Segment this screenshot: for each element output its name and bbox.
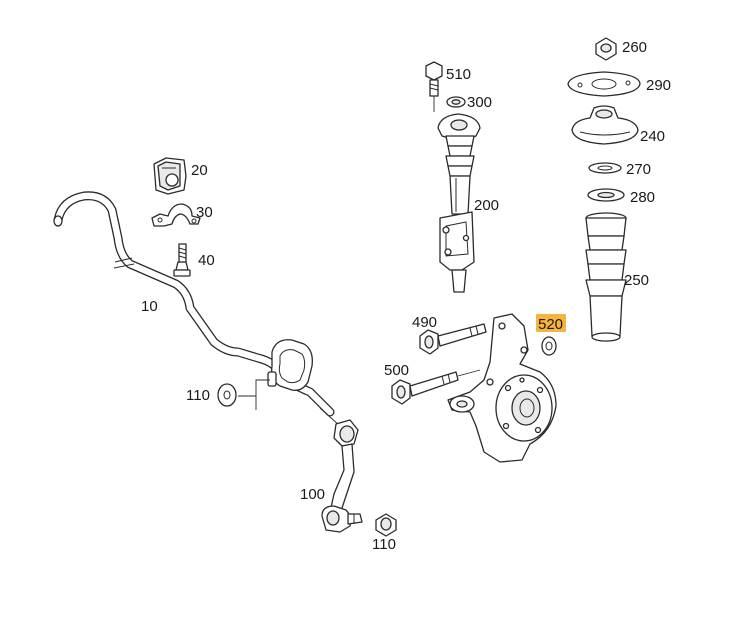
label-250[interactable]: 250 [624, 272, 649, 289]
leader-110a [238, 379, 270, 410]
part-300-washer[interactable] [446, 96, 466, 108]
part-520-washer[interactable] [541, 336, 557, 356]
part-250-dust-boot[interactable] [585, 212, 627, 342]
part-290-plate[interactable] [567, 71, 641, 97]
label-270[interactable]: 270 [626, 161, 651, 178]
label-100[interactable]: 100 [300, 486, 325, 503]
label-520[interactable]: 520 [538, 316, 563, 333]
part-500-bolt[interactable] [391, 369, 481, 405]
label-510[interactable]: 510 [446, 66, 471, 83]
part-110-washer-left[interactable] [217, 383, 237, 407]
label-30[interactable]: 30 [196, 204, 213, 221]
label-260[interactable]: 260 [622, 39, 647, 56]
label-500[interactable]: 500 [384, 362, 409, 379]
part-20-bushing[interactable] [153, 157, 187, 195]
part-110-nut-bottom[interactable] [375, 513, 397, 537]
stabilizer-mount-bracket[interactable] [267, 339, 313, 391]
part-240-top-mount[interactable] [571, 105, 639, 145]
part-30-clamp[interactable] [151, 203, 201, 227]
steering-knuckle[interactable] [447, 313, 557, 463]
part-280-washer[interactable] [587, 188, 625, 202]
label-280[interactable]: 280 [630, 189, 655, 206]
label-10[interactable]: 10 [141, 298, 158, 315]
part-510-bolt[interactable] [425, 61, 443, 112]
label-520-highlight [536, 314, 566, 332]
label-40[interactable]: 40 [198, 252, 215, 269]
part-270-bearing[interactable] [588, 162, 622, 174]
part-490-bolt[interactable] [419, 323, 487, 355]
label-110-bottom[interactable]: 110 [372, 536, 396, 553]
part-labels: 510 300 200 260 290 240 270 280 250 20 3… [141, 39, 671, 553]
part-200-strut[interactable] [437, 113, 481, 293]
label-290[interactable]: 290 [646, 77, 671, 94]
label-20[interactable]: 20 [191, 162, 208, 179]
label-490[interactable]: 490 [412, 314, 437, 331]
part-40-bolt[interactable] [173, 243, 191, 277]
part-260-nut[interactable] [595, 37, 617, 61]
label-300[interactable]: 300 [467, 94, 492, 111]
label-110-left[interactable]: 110 [186, 387, 210, 404]
part-100-link-rod[interactable] [319, 407, 363, 533]
label-240[interactable]: 240 [640, 128, 665, 145]
label-200[interactable]: 200 [474, 197, 499, 214]
